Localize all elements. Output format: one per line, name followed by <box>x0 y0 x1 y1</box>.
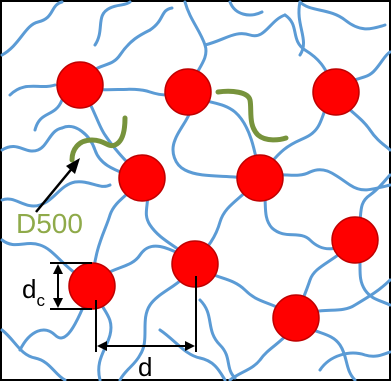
crosslinkers <box>56 61 379 342</box>
chain <box>228 0 264 17</box>
crosslinker <box>272 294 320 342</box>
crosslinker <box>312 68 360 116</box>
d-dimension <box>95 276 197 352</box>
chain <box>0 180 112 208</box>
crosslinker <box>236 154 284 202</box>
crosslinker <box>56 61 104 109</box>
dc-label: dc <box>22 274 45 310</box>
chain <box>148 6 174 32</box>
chain <box>0 126 64 153</box>
chain <box>93 0 132 47</box>
crosslinker <box>68 262 116 310</box>
chain <box>258 168 391 192</box>
dc-label-subscript: c <box>36 291 45 310</box>
d500-chains <box>69 88 289 163</box>
chain <box>60 125 130 177</box>
chain <box>203 13 287 47</box>
chain <box>0 328 67 381</box>
crosslinker <box>331 216 379 264</box>
d500-label: D500 <box>16 208 83 239</box>
dc-dimension <box>50 262 92 310</box>
chain <box>8 83 57 97</box>
dc-label-main: d <box>22 274 36 304</box>
d500-chain-left <box>69 115 128 163</box>
crosslinker <box>164 68 212 116</box>
chain <box>258 176 357 251</box>
chain <box>18 283 94 352</box>
chain <box>118 260 197 381</box>
d-label: d <box>138 352 152 381</box>
crosslinker <box>118 154 166 202</box>
chain <box>298 0 387 31</box>
chain <box>297 0 306 57</box>
d500-chain-right <box>215 88 289 143</box>
chain <box>318 350 391 372</box>
d500-pointer-arrow <box>35 158 80 213</box>
chain <box>0 0 64 57</box>
chain <box>198 298 237 380</box>
chain <box>158 328 227 381</box>
chain <box>171 90 247 180</box>
chain <box>0 238 94 287</box>
